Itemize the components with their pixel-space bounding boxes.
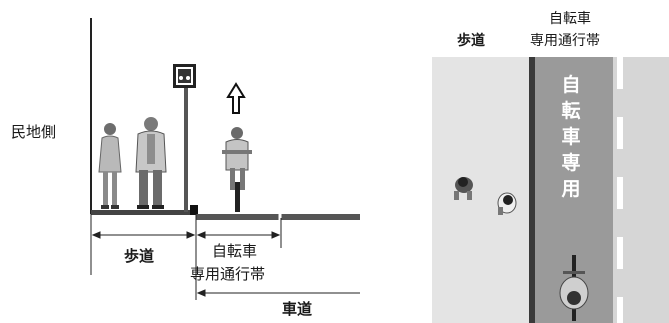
plan-bike-lane-label-line1: 自転車 — [549, 11, 591, 27]
pedestrian-man-icon — [135, 117, 167, 209]
bike-lane-label-line2: 専用通行帯 — [190, 265, 266, 283]
sidewalk-label: 歩道 — [124, 247, 155, 265]
pedestrian-top-view-1-icon — [454, 177, 473, 200]
plan-road-surface — [432, 57, 669, 323]
lane-marking-char-5: 用 — [561, 178, 581, 200]
plan-bike-lane-label-line2: 専用通行帯 — [530, 33, 600, 49]
lane-marking-text: 自 転 車 専 用 — [556, 72, 586, 202]
plan-sidewalk-label: 歩道 — [457, 33, 485, 49]
cross-section — [90, 18, 360, 300]
cyclist-icon — [222, 127, 252, 212]
roadway-label: 車道 — [282, 300, 313, 318]
sidewalk-dimension — [90, 214, 197, 300]
lane-marking-char-3: 車 — [561, 126, 581, 148]
roadway-dimension — [196, 289, 360, 297]
cyclist-top-view-icon — [559, 255, 589, 321]
up-arrow-icon — [226, 82, 246, 114]
plan-view — [432, 57, 669, 323]
bike-lane-sign-icon — [173, 64, 196, 88]
lane-marking-char-1: 自 — [561, 74, 581, 96]
roadside-label: 民地側 — [11, 123, 57, 141]
curb — [190, 205, 198, 215]
roadway-surface — [196, 214, 360, 220]
lane-marking-char-4: 専 — [561, 152, 581, 174]
lane-marking-char-2: 転 — [561, 100, 581, 122]
pedestrian-woman-icon — [98, 123, 122, 209]
sidewalk-surface — [91, 210, 194, 215]
lane-divider-dashes — [617, 57, 623, 323]
bike-lane-dimension — [196, 218, 282, 248]
bike-lane-label-line1: 自転車 — [212, 242, 258, 260]
pedestrian-top-view-2-icon — [497, 192, 517, 215]
